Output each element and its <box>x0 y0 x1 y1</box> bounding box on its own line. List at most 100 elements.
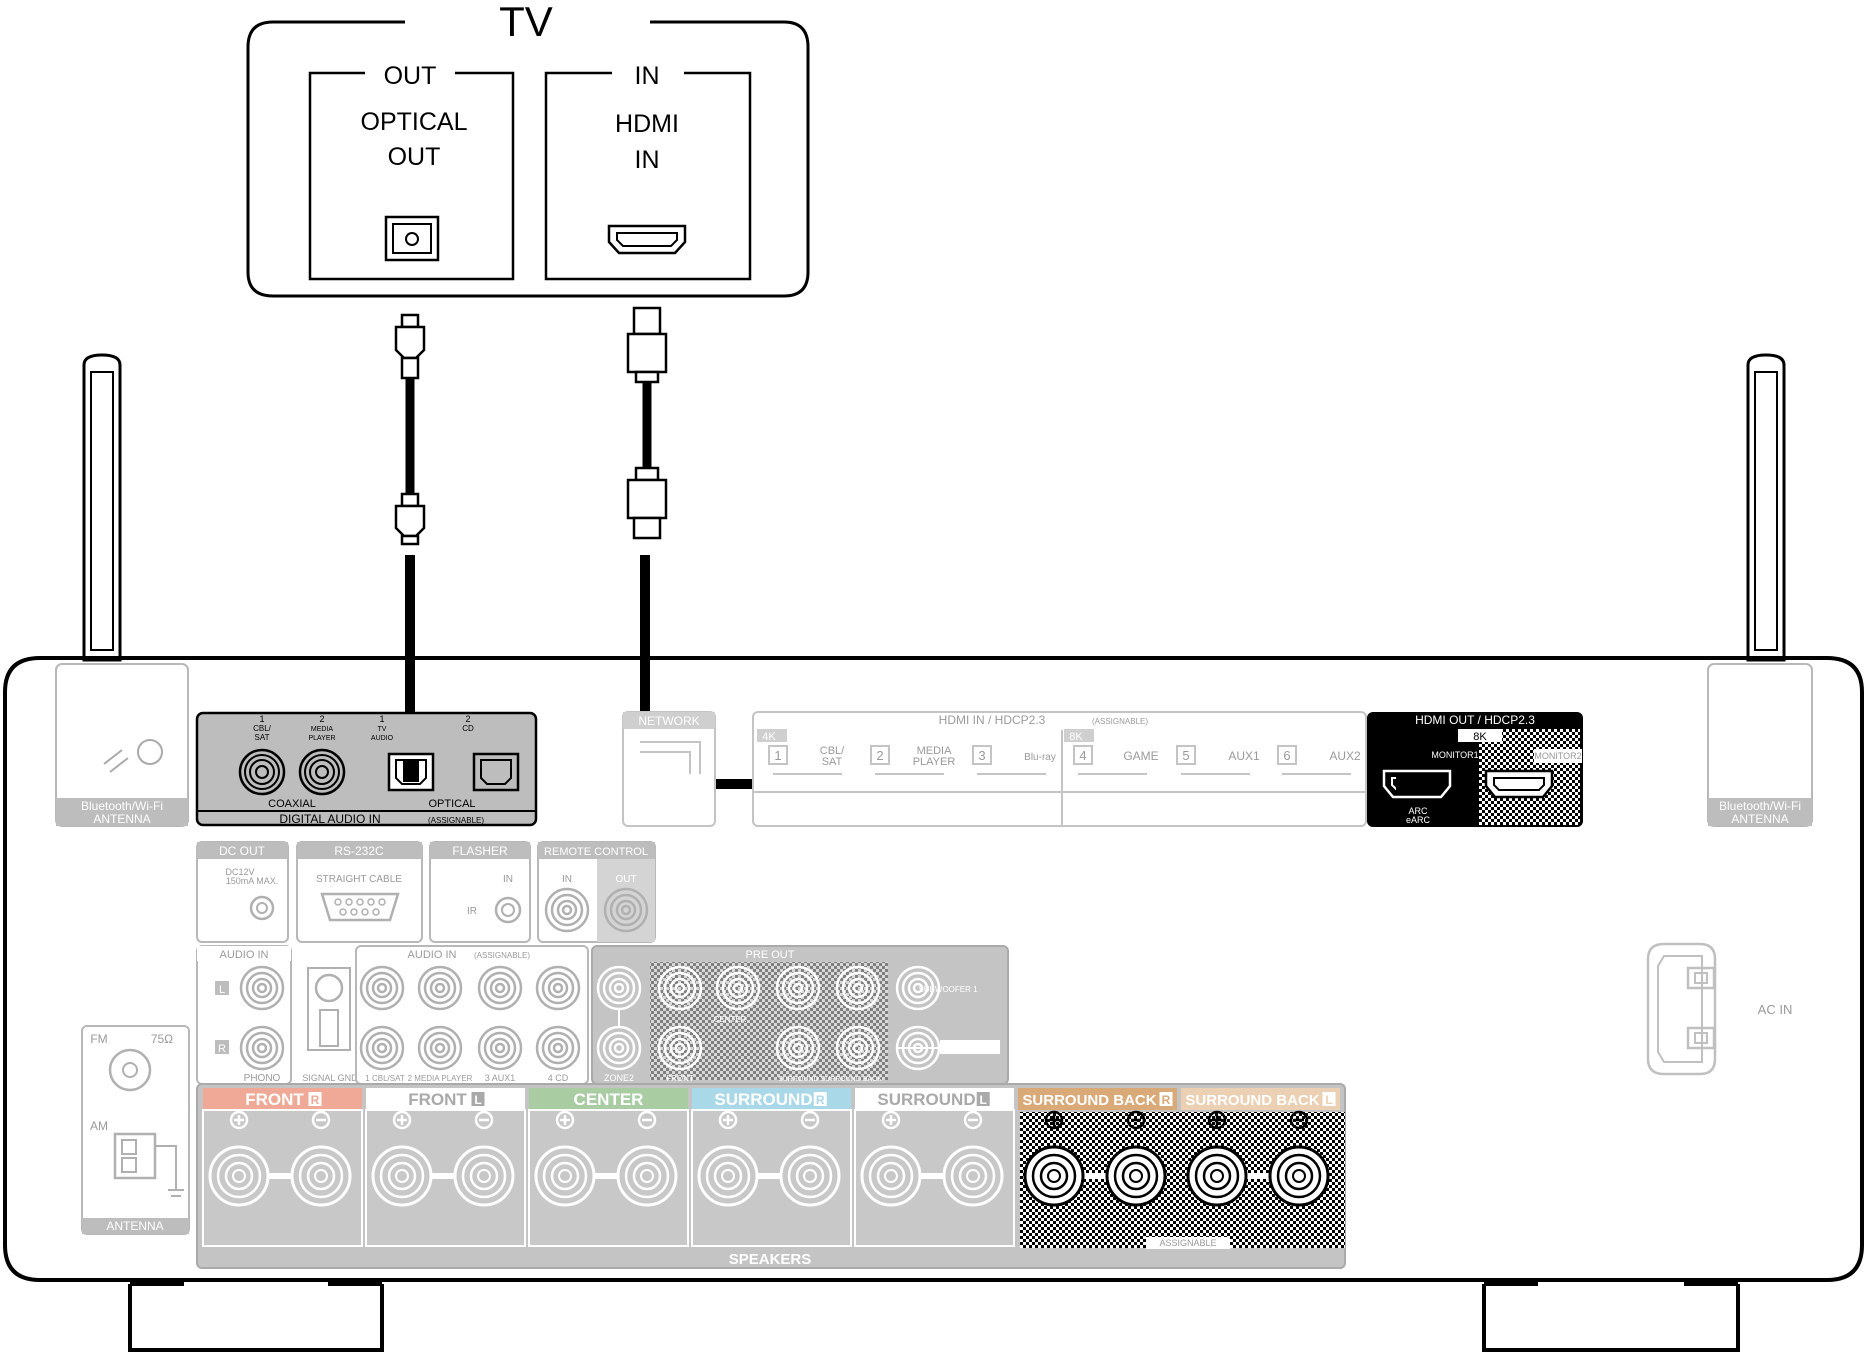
rca-jack <box>835 1025 881 1071</box>
hdmi-in-name: PLAYER <box>913 756 956 768</box>
rs232c-panel: RS-232C STRAIGHT CABLE <box>296 841 423 943</box>
coax1-name1: CBL/ <box>253 724 272 733</box>
opt1-num: 1 <box>379 714 384 724</box>
antenna-fm: FM <box>90 1032 107 1046</box>
flasher-ir: IR <box>467 906 477 917</box>
rca-jack <box>657 1025 703 1071</box>
signal-gnd-label: SIGNAL GND <box>302 1073 358 1083</box>
audio-in-4-label: 4 CD <box>548 1073 569 1083</box>
hdmi-out-monitor1: MONITOR1 <box>1431 750 1478 760</box>
hdmi-in-assignable: (ASSIGNABLE) <box>1092 717 1148 726</box>
coax2-name1: MEDIA <box>311 726 334 733</box>
rca-jack <box>359 965 405 1011</box>
speaker-channel-header <box>203 1088 362 1110</box>
hdmi-out-panel: HDMI OUT / HDCP2.3 8K MONITOR1 MONITOR2 … <box>1367 712 1583 827</box>
speaker-terminal-minus <box>942 1110 1004 1207</box>
speaker-channel-side: R <box>1162 1093 1171 1107</box>
speaker-channel-side: L <box>474 1093 481 1107</box>
audio-in-1-label: 1 CBL/SAT <box>365 1074 405 1083</box>
bt-antenna-right-line2: ANTENNA <box>1731 812 1788 826</box>
hdmi-in-num: 5 <box>1182 748 1189 763</box>
rs232c-cable: STRAIGHT CABLE <box>316 874 402 885</box>
rca-jack <box>715 965 761 1011</box>
speaker-channel-side: R <box>816 1093 825 1107</box>
flasher-panel: FLASHER IN IR <box>429 841 531 943</box>
speaker-channel-side: R <box>311 1093 320 1107</box>
dc-out-spec1: DC12V <box>225 867 254 877</box>
audio-in-assignable-panel: AUDIO IN (ASSIGNABLE) 1 CBL/SAT 2 MEDIA … <box>355 945 589 1085</box>
rca-jack <box>775 965 821 1011</box>
signal-gnd: SIGNAL GND <box>302 967 358 1083</box>
hdmi-in-name: Blu-ray <box>1024 752 1056 763</box>
hdmi-in-num: 2 <box>876 748 883 763</box>
opt1-name2: AUDIO <box>371 735 394 742</box>
phono-l: L <box>219 984 225 996</box>
dc-out-panel: DC OUT DC12V 150mA MAX. <box>196 841 289 943</box>
speaker-terminal-minus <box>290 1110 352 1207</box>
speaker-channel-header <box>855 1088 1014 1110</box>
hdmi-in-name: MEDIA <box>917 745 953 757</box>
coax2-name2: PLAYER <box>308 735 335 742</box>
bt-antenna-base-right: Bluetooth/Wi-Fi ANTENNA <box>1707 663 1813 827</box>
pre-out-panel: PRE OUT SUBWOOFER 1 ZONE2 FRONT CENTER S… <box>591 945 1009 1085</box>
tv-optical-out-line1: OPTICAL <box>361 108 468 136</box>
bt-antenna-left-line2: ANTENNA <box>93 812 150 826</box>
rca-jack <box>477 1025 523 1071</box>
network-panel: NETWORK <box>622 711 716 827</box>
audio-in-phono-title: AUDIO IN <box>220 949 269 961</box>
remote-in: IN <box>562 874 572 885</box>
digital-audio-in-title: DIGITAL AUDIO IN <box>279 812 380 826</box>
optical-cable <box>394 313 426 765</box>
remote-control-title: REMOTE CONTROL <box>544 846 648 858</box>
speaker-terminal-plus <box>371 1110 433 1207</box>
rca-jack <box>596 1025 642 1071</box>
opt2-num: 2 <box>465 714 470 724</box>
speaker-channel-side: L <box>980 1093 987 1107</box>
pre-out-title: PRE OUT <box>746 949 795 961</box>
speaker-terminal-plus <box>534 1110 596 1207</box>
rs232c-title: RS-232C <box>334 844 384 858</box>
rca-jack <box>895 965 941 1011</box>
digital-audio-in-panel: DIGITAL AUDIO IN (ASSIGNABLE) COAXIAL OP… <box>195 711 538 827</box>
bt-antenna-left-line1: Bluetooth/Wi-Fi <box>81 799 163 813</box>
rca-jack <box>835 965 881 1011</box>
audio-in-2-label: 2 MEDIA PLAYER <box>408 1074 473 1083</box>
flasher-in: IN <box>503 874 513 885</box>
hdmi-out-title: HDMI OUT / HDCP2.3 <box>1415 713 1535 727</box>
optical-jack-2 <box>472 752 520 792</box>
hdmi-in-name: GAME <box>1123 749 1158 763</box>
optical-out-port-icon <box>384 215 440 262</box>
coax1-name2: SAT <box>255 733 270 742</box>
hdmi-in-num: 1 <box>774 748 781 763</box>
speaker-channel-header <box>529 1088 688 1110</box>
speakers-assignable: ASSIGNABLE <box>1159 1238 1216 1248</box>
pre-out-zone2: ZONE2 <box>604 1073 634 1083</box>
ac-in-socket: AC IN <box>1646 942 1792 1076</box>
bluetooth-antenna-left <box>82 353 122 662</box>
speaker-channel-header <box>366 1088 525 1110</box>
opt1-name1: TV <box>378 726 387 733</box>
speaker-terminal-plus <box>697 1110 759 1207</box>
pre-out-center: CENTER <box>714 1015 747 1024</box>
tv-out-label: OUT <box>384 62 437 90</box>
audio-in-phono-panel: AUDIO IN L R PHONO <box>196 945 292 1085</box>
rca-jack <box>535 1025 581 1071</box>
coaxial-jack-1 <box>238 748 286 796</box>
rca-jack <box>657 965 703 1011</box>
pre-out-surround: SURROUND SURROUND BACK <box>778 1076 882 1083</box>
speaker-terminal-minus <box>616 1110 678 1207</box>
speaker-channel-3: CENTER <box>528 1088 689 1247</box>
